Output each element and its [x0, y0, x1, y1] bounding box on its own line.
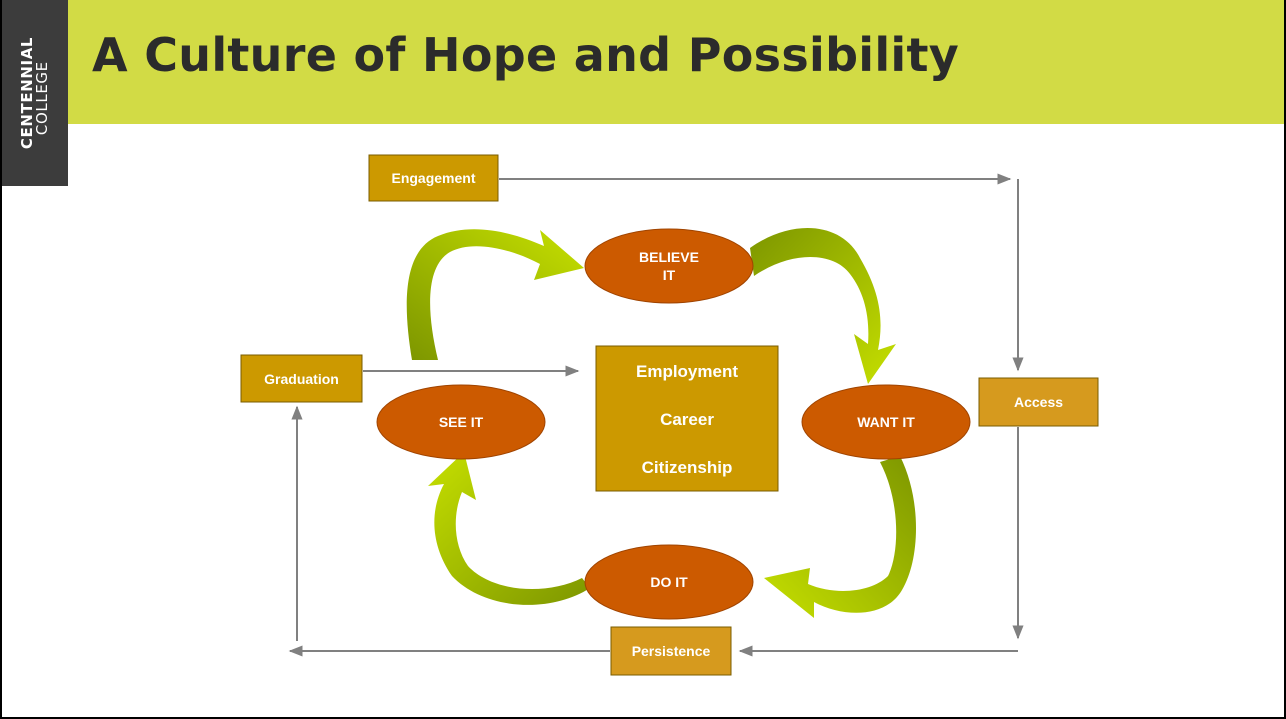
- believe-it-oval: BELIEVE IT: [584, 228, 754, 304]
- engagement-label: Engagement: [391, 170, 475, 186]
- believe-it-label-line1: BELIEVE: [639, 249, 699, 265]
- outcomes-box: Employment Career Citizenship: [595, 345, 779, 492]
- title-banner: [2, 0, 1284, 124]
- believe-to-want-arrow: [750, 227, 896, 384]
- access-box: Access: [978, 377, 1099, 427]
- do-it-oval: DO IT: [584, 544, 754, 620]
- do-it-label: DO IT: [650, 574, 688, 590]
- persistence-label: Persistence: [632, 643, 711, 659]
- persistence-box: Persistence: [610, 626, 732, 676]
- believe-it-label-line2: IT: [663, 267, 676, 283]
- graduation-label: Graduation: [264, 371, 339, 387]
- graduation-box: Graduation: [240, 354, 363, 403]
- want-to-do-arrow: [764, 456, 916, 618]
- want-it-oval: WANT IT: [801, 384, 971, 460]
- outcome-citizenship: Citizenship: [642, 458, 733, 477]
- slide-title: A Culture of Hope and Possibility: [92, 28, 960, 82]
- see-it-oval: SEE IT: [376, 384, 546, 460]
- want-it-label: WANT IT: [857, 414, 915, 430]
- college-logo: CENTENNIAL COLLEGE: [2, 0, 68, 186]
- engagement-box: Engagement: [368, 154, 499, 202]
- see-to-believe-arrow: [406, 229, 584, 360]
- outcome-career: Career: [660, 410, 714, 429]
- see-it-label: SEE IT: [439, 414, 484, 430]
- access-label: Access: [1014, 394, 1063, 410]
- do-to-see-arrow: [428, 452, 590, 605]
- outcome-employment: Employment: [636, 362, 738, 381]
